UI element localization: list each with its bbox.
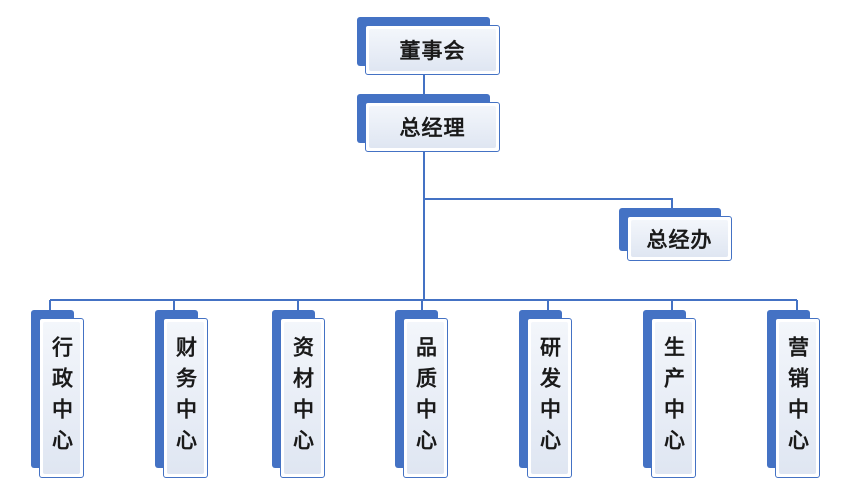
general-manager-label: 总经理 [369, 106, 496, 148]
dept-finance-node: 财务中心 [155, 310, 208, 478]
dept-materials-label: 资材中心 [284, 322, 321, 474]
board-node: 董事会 [357, 17, 500, 75]
dept-finance-label: 财务中心 [167, 322, 204, 474]
dept-quality-node: 品质中心 [395, 310, 448, 478]
dept-admin-node: 行政中心 [31, 310, 84, 478]
dept-materials-node: 资材中心 [272, 310, 325, 478]
dept-rnd-label: 研发中心 [531, 322, 568, 474]
dept-quality-label: 品质中心 [407, 322, 444, 474]
dept-rnd-node: 研发中心 [519, 310, 572, 478]
gm-office-label: 总经办 [631, 220, 728, 257]
board-label: 董事会 [369, 29, 496, 71]
dept-marketing-label: 营销中心 [779, 322, 816, 474]
dept-admin-label: 行政中心 [43, 322, 80, 474]
connector-gm-office [424, 198, 673, 208]
dept-marketing-node: 营销中心 [767, 310, 820, 478]
dept-production-label: 生产中心 [655, 322, 692, 474]
dept-production-node: 生产中心 [643, 310, 696, 478]
general-manager-node: 总经理 [357, 94, 500, 152]
gm-office-node: 总经办 [619, 208, 732, 261]
